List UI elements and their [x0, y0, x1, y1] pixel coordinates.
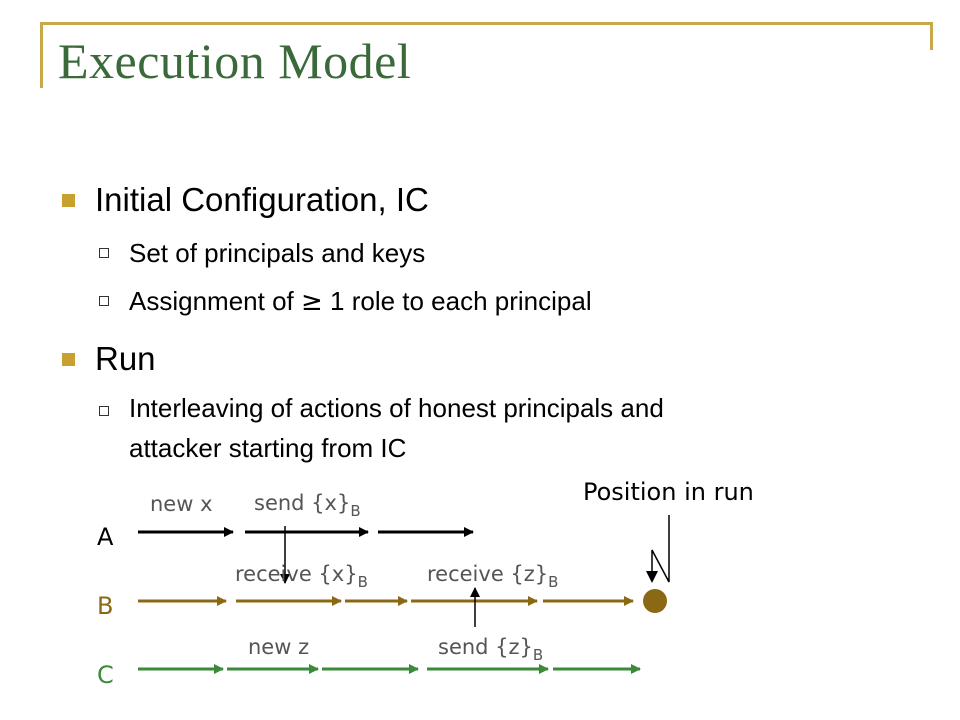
sub-bullet-interleaving-line2: attacker starting from IC	[129, 433, 407, 463]
receive-x-text: receive {x}	[235, 562, 358, 586]
receive-z-text: receive {z}	[427, 562, 548, 586]
row-label-a: A	[97, 523, 114, 551]
frame-left-rule	[40, 22, 43, 88]
position-pointer	[651, 515, 670, 583]
label-send-z: send {z}B	[438, 635, 543, 664]
send-z-text: send {z}	[438, 635, 533, 659]
bullet-initial-configuration: Initial Configuration, IC	[95, 181, 429, 218]
frame-top-rule	[40, 22, 932, 25]
frame-right-rule	[930, 22, 933, 50]
label-receive-z: receive {z}B	[427, 562, 558, 591]
sub-bullet-principals-keys: Set of principals and keys	[129, 238, 426, 268]
sub-bullet-marker	[99, 406, 109, 416]
row-label-c: C	[97, 661, 114, 689]
sub-bullet-marker	[99, 248, 109, 258]
bullet-run: Run	[95, 340, 156, 377]
position-pointer-head	[646, 571, 658, 583]
role-assignment-prefix: Assignment of	[129, 286, 294, 316]
row-label-b: B	[97, 592, 113, 620]
sub-bullet-interleaving-line1: Interleaving of actions of honest princi…	[129, 393, 664, 423]
greater-equal-symbol: ≥	[300, 287, 323, 317]
position-in-run-label: Position in run	[583, 478, 754, 506]
receive-x-key: B	[358, 573, 368, 591]
receive-z-key: B	[548, 573, 558, 591]
sub-bullet-marker	[99, 296, 109, 306]
role-assignment-suffix: 1 role to each principal	[330, 286, 592, 316]
send-x-text: send {x}	[254, 491, 350, 515]
label-receive-x: receive {x}B	[235, 562, 368, 591]
slide-title: Execution Model	[58, 33, 412, 89]
label-new-x: new x	[150, 492, 213, 516]
label-new-z: new z	[248, 635, 309, 659]
send-z-key: B	[533, 646, 543, 664]
sub-bullet-role-assignment: Assignment of ≥ 1 role to each principal	[129, 286, 592, 317]
send-x-key: B	[350, 502, 360, 520]
label-send-x: send {x}B	[254, 491, 361, 520]
bullet-marker	[62, 353, 75, 366]
run-position-marker	[643, 589, 667, 613]
bullet-marker	[62, 194, 75, 207]
